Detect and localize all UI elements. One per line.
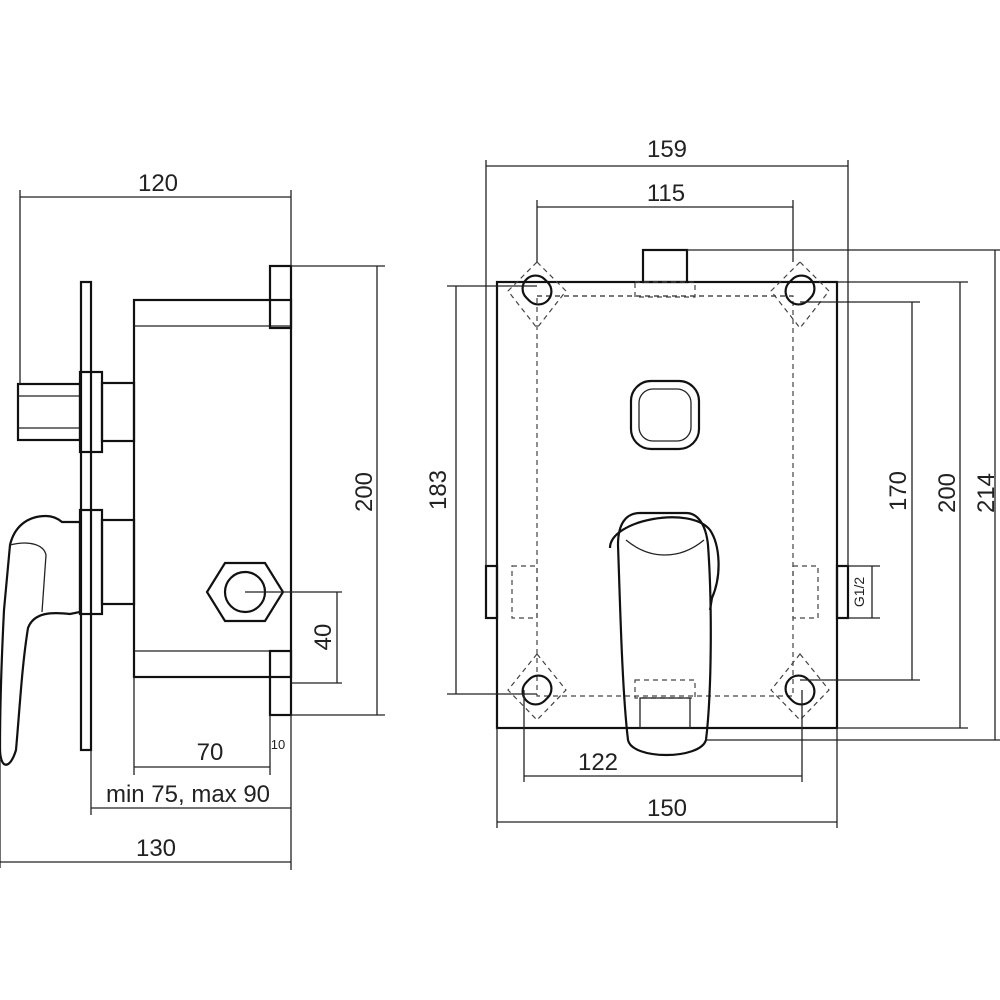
front-lever-handle bbox=[608, 511, 720, 756]
mounting-lug-bottom-left bbox=[507, 653, 567, 721]
dim-range: min 75, max 90 bbox=[90, 750, 291, 815]
side-view: 120 200 40 70 10 min 7 bbox=[0, 170, 385, 870]
front-diverter-knob bbox=[629, 379, 701, 451]
dim-120-label: 120 bbox=[138, 170, 178, 197]
inner-box-outline bbox=[536, 295, 794, 697]
dim-200-front-label: 200 bbox=[934, 473, 961, 513]
dim-183: 183 bbox=[425, 285, 537, 695]
dim-130: 130 bbox=[0, 760, 291, 868]
top-inlet bbox=[641, 248, 689, 284]
dim-159-label: 159 bbox=[647, 136, 687, 163]
dim-thread-label: G1/2 bbox=[851, 577, 867, 608]
dim-170: 170 bbox=[800, 301, 920, 681]
dim-214: 214 bbox=[687, 249, 1000, 741]
front-cover-plate bbox=[495, 280, 839, 730]
dim-40: 40 bbox=[245, 591, 342, 684]
dim-40-label: 40 bbox=[310, 624, 337, 651]
top-tab bbox=[268, 264, 293, 330]
dim-122-label: 122 bbox=[578, 749, 618, 776]
dim-10-label: 10 bbox=[271, 737, 285, 752]
cover-plate bbox=[79, 280, 93, 752]
mounting-lug-top-right bbox=[770, 261, 830, 329]
dim-115: 115 bbox=[536, 180, 794, 262]
dim-200-side-label: 200 bbox=[351, 472, 378, 512]
dim-214-label: 214 bbox=[973, 473, 1000, 513]
dim-120: 120 bbox=[19, 170, 292, 384]
diverter-knob bbox=[16, 370, 136, 454]
dim-115-label: 115 bbox=[647, 180, 685, 207]
mounting-lug-bottom-right bbox=[770, 653, 830, 721]
dim-150-label: 150 bbox=[647, 795, 687, 822]
bottom-tab bbox=[268, 649, 293, 717]
bottom-outlet bbox=[639, 697, 691, 729]
left-inlet bbox=[484, 564, 499, 620]
dim-200-side: 200 bbox=[291, 265, 385, 716]
dim-200-front: 200 bbox=[837, 281, 968, 729]
dim-170-label: 170 bbox=[885, 471, 912, 511]
dim-122: 122 bbox=[523, 690, 803, 782]
dim-thread: G1/2 bbox=[848, 565, 880, 619]
mixer-body bbox=[132, 298, 293, 679]
mounting-lug-top-left bbox=[507, 261, 567, 329]
lever-handle bbox=[0, 508, 136, 766]
dim-183-label: 183 bbox=[425, 470, 452, 510]
dim-70: 70 10 bbox=[133, 677, 292, 870]
dim-150: 150 bbox=[496, 728, 838, 828]
right-inlet bbox=[835, 564, 850, 620]
dim-159: 159 bbox=[485, 136, 849, 566]
dim-70-label: 70 bbox=[197, 739, 224, 766]
dim-130-label: 130 bbox=[136, 835, 176, 862]
front-view: 159 115 183 170 200 bbox=[425, 136, 1000, 828]
dim-range-label: min 75, max 90 bbox=[106, 781, 270, 808]
